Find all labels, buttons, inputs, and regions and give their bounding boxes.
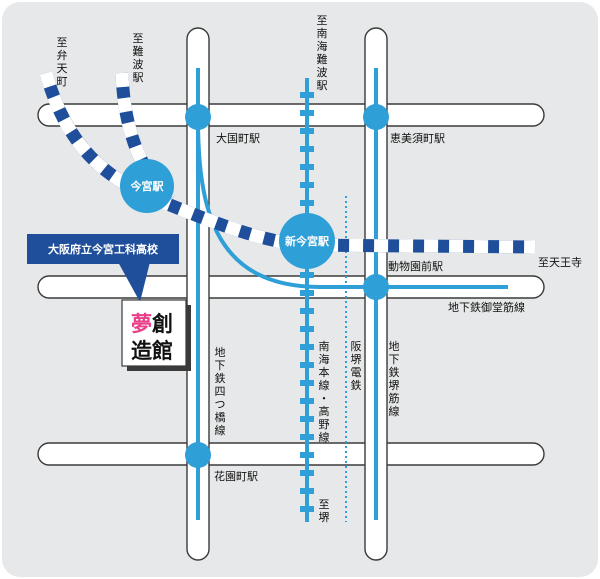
station-label-dobutsuen-mae: 動物園前駅: [388, 259, 443, 273]
nankai-tie: [300, 344, 314, 350]
svg-text:地下鉄四つ橋線: 地下鉄四つ橋線: [215, 346, 226, 437]
nankai-tie: [300, 110, 314, 116]
svg-text:至南海難波駅: 至南海難波駅: [317, 14, 328, 92]
nankai-tie: [300, 470, 314, 476]
road-horizontal-top: [37, 103, 545, 127]
nankai-tie: [300, 290, 314, 296]
station-circle-ebisucho[interactable]: [363, 104, 389, 130]
direction-to-tennoji: 至天王寺: [538, 256, 582, 269]
nankai-tie: [300, 128, 314, 134]
nankai-tie: [300, 182, 314, 188]
nankai-tie: [300, 488, 314, 494]
svg-text:至弁天町: 至弁天町: [57, 36, 68, 88]
direction-to-namba-left: 至難波駅: [133, 32, 144, 84]
midosuji-line: [196, 117, 508, 289]
nankai-tie: [300, 92, 314, 98]
school-name: 大阪府立今宮工科高校: [48, 242, 159, 256]
svg-text:至堺: 至堺: [319, 498, 330, 524]
svg-text:地下鉄堺筋線: 地下鉄堺筋線: [389, 340, 400, 418]
building-yume-sozokan[interactable]: 夢 創 造館: [121, 299, 191, 371]
nankai-tie: [300, 308, 314, 314]
nankai-tie: [300, 416, 314, 422]
nankai-tie: [300, 362, 314, 368]
road-horizontal-bottom: [37, 442, 545, 466]
direction-to-bentencho: 至弁天町: [57, 36, 68, 88]
station-circle-hanazonocho[interactable]: [185, 442, 211, 468]
nankai-tie: [300, 146, 314, 152]
nankai-line: [300, 78, 314, 522]
nankai-tie: [300, 452, 314, 458]
station-circle-dobutsuen-mae[interactable]: [363, 274, 389, 300]
nankai-tie: [300, 506, 314, 512]
building-name-line1: 創: [152, 312, 173, 336]
station-circle-imamiya[interactable]: [120, 159, 174, 213]
nankai-tie: [300, 380, 314, 386]
direction-to-namba-nankai: 至南海難波駅: [317, 14, 328, 92]
station-label-hanazonocho: 花園町駅: [214, 470, 258, 483]
line-label-hankai: 阪堺電鉄: [351, 339, 362, 392]
road-horizontal-middle: [37, 275, 545, 299]
nankai-tie: [300, 398, 314, 404]
nankai-tie: [300, 200, 314, 206]
school-callout[interactable]: 大阪府立今宮工科高校: [27, 234, 179, 302]
svg-text:阪堺電鉄: 阪堺電鉄: [351, 339, 362, 392]
station-label-shin-imamiya: 新今宮駅: [285, 234, 329, 248]
station-circle-shin-imamiya[interactable]: [279, 213, 335, 269]
nankai-tie: [300, 164, 314, 170]
building-name-pink-char: 夢: [131, 312, 152, 336]
station-circle-daikokucho[interactable]: [185, 104, 211, 130]
line-label-midosuji: 地下鉄御堂筋線: [448, 300, 525, 314]
station-markers: [120, 104, 389, 468]
nankai-tie: [300, 326, 314, 332]
school-name-box: [27, 234, 179, 264]
svg-text:至難波駅: 至難波駅: [133, 32, 144, 84]
station-label-imamiya: 今宮駅: [130, 179, 164, 193]
station-label-daikokucho: 大国町駅: [216, 131, 260, 145]
line-label-yotsubashi: 地下鉄四つ橋線: [215, 346, 226, 437]
nankai-tie: [300, 434, 314, 440]
nankai-tie: [300, 272, 314, 278]
line-label-nankai: 南海本線・高野線: [319, 340, 330, 444]
building-name-line2: 造館: [131, 339, 173, 363]
svg-text:南海本線・高野線: 南海本線・高野線: [319, 340, 330, 444]
station-label-ebisucho: 恵美須町駅: [390, 131, 445, 145]
direction-to-sakai: 至堺: [319, 498, 330, 524]
line-label-sakaisuji: 地下鉄堺筋線: [389, 340, 400, 418]
